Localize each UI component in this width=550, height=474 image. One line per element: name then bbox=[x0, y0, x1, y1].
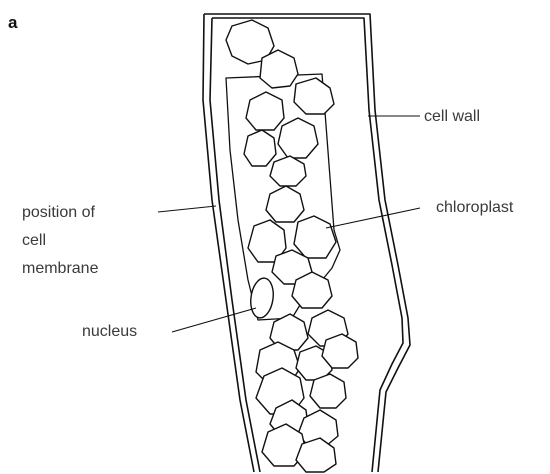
nucleus bbox=[248, 277, 275, 320]
panel-letter: a bbox=[8, 13, 18, 32]
chloroplast bbox=[260, 50, 298, 88]
chloroplast-label: chloroplast bbox=[436, 199, 514, 216]
chloroplast bbox=[322, 334, 358, 368]
chloroplast bbox=[246, 92, 284, 130]
chloroplast bbox=[278, 118, 318, 158]
chloroplast bbox=[310, 374, 346, 408]
membrane-label-line2: cell bbox=[22, 232, 46, 249]
chloroplast bbox=[294, 216, 336, 258]
membrane-label-line1: position of bbox=[22, 204, 95, 221]
chloroplast bbox=[244, 130, 276, 166]
nucleus-leader bbox=[172, 308, 256, 332]
cell-wall-label: cell wall bbox=[424, 108, 480, 125]
membrane-label-line3: membrane bbox=[22, 260, 99, 277]
chloroplast-leader bbox=[326, 208, 420, 228]
membrane-leader bbox=[158, 206, 216, 212]
chloroplast bbox=[270, 156, 306, 186]
nucleus-label: nucleus bbox=[82, 323, 137, 340]
chloroplast bbox=[266, 186, 304, 222]
chloroplast bbox=[294, 78, 334, 114]
